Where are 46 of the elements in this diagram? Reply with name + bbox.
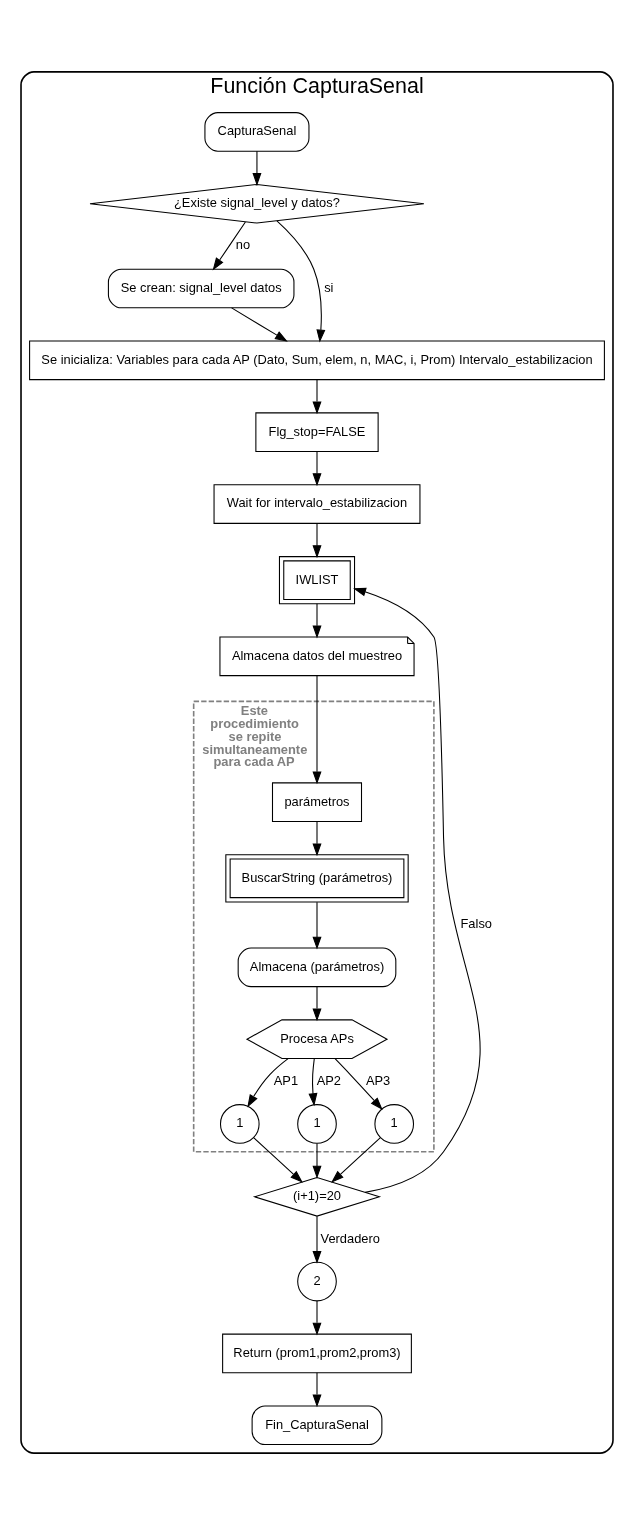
arrow <box>312 1215 322 1264</box>
edge-label: AP1 <box>273 1072 299 1088</box>
edge-label: AP2 <box>316 1072 341 1088</box>
node-box: Almacena (parámetros) <box>237 947 397 987</box>
node-box: Wait for intervalo_estabilizacion <box>213 483 421 524</box>
node-box: Return (prom1,prom2,prom3) <box>222 1333 412 1373</box>
arrow <box>212 220 246 271</box>
node-box: CapturaSenal <box>204 111 310 152</box>
arrow <box>247 1057 289 1107</box>
arrow <box>312 985 322 1021</box>
edge-label: Falso <box>460 915 492 931</box>
arrow <box>353 587 481 1193</box>
arrow <box>312 602 322 638</box>
node-box: IWLIST <box>278 555 356 604</box>
edge-label: AP3 <box>365 1072 391 1088</box>
node-circle: 1 <box>219 1103 260 1144</box>
arrow <box>231 306 288 342</box>
node-box: Fin_CapturaSenal <box>251 1404 383 1445</box>
arrow <box>331 1136 381 1183</box>
arrow <box>312 674 322 784</box>
node-box: Flg_stop=FALSE <box>255 411 379 452</box>
node-circle: 2 <box>297 1261 337 1301</box>
arrow <box>334 1057 383 1110</box>
node-circle: 1 <box>297 1103 337 1144</box>
arrow <box>253 1136 303 1183</box>
node-box: Se crean: signal_level datos <box>107 268 295 308</box>
arrow <box>276 219 326 343</box>
arrow <box>312 901 322 950</box>
node-diamond: (i+1)=20 <box>252 1176 382 1217</box>
arrow <box>308 1057 318 1106</box>
edge-label: si <box>324 279 334 295</box>
node-circle: 1 <box>374 1103 415 1144</box>
edge-label: Verdadero <box>320 1230 380 1246</box>
node-box: parámetros <box>271 781 363 822</box>
arrow <box>252 150 262 186</box>
node-box: Se inicializa: Variables para cada AP (Dato, Sum, elem, n, MAC, i, Prom) Intervalo_estabilizacion <box>29 340 605 380</box>
arrow <box>312 522 322 558</box>
arrow <box>312 450 322 486</box>
node-box: BuscarString (parámetros) <box>225 853 409 902</box>
arrow <box>312 1371 322 1407</box>
arrow <box>312 1142 322 1179</box>
edge-label: no <box>235 236 251 252</box>
arrow <box>312 378 322 414</box>
arrow <box>312 1299 322 1335</box>
node-diamond: ¿Existe signal_level y datos? <box>89 183 425 224</box>
arrow <box>312 820 322 856</box>
